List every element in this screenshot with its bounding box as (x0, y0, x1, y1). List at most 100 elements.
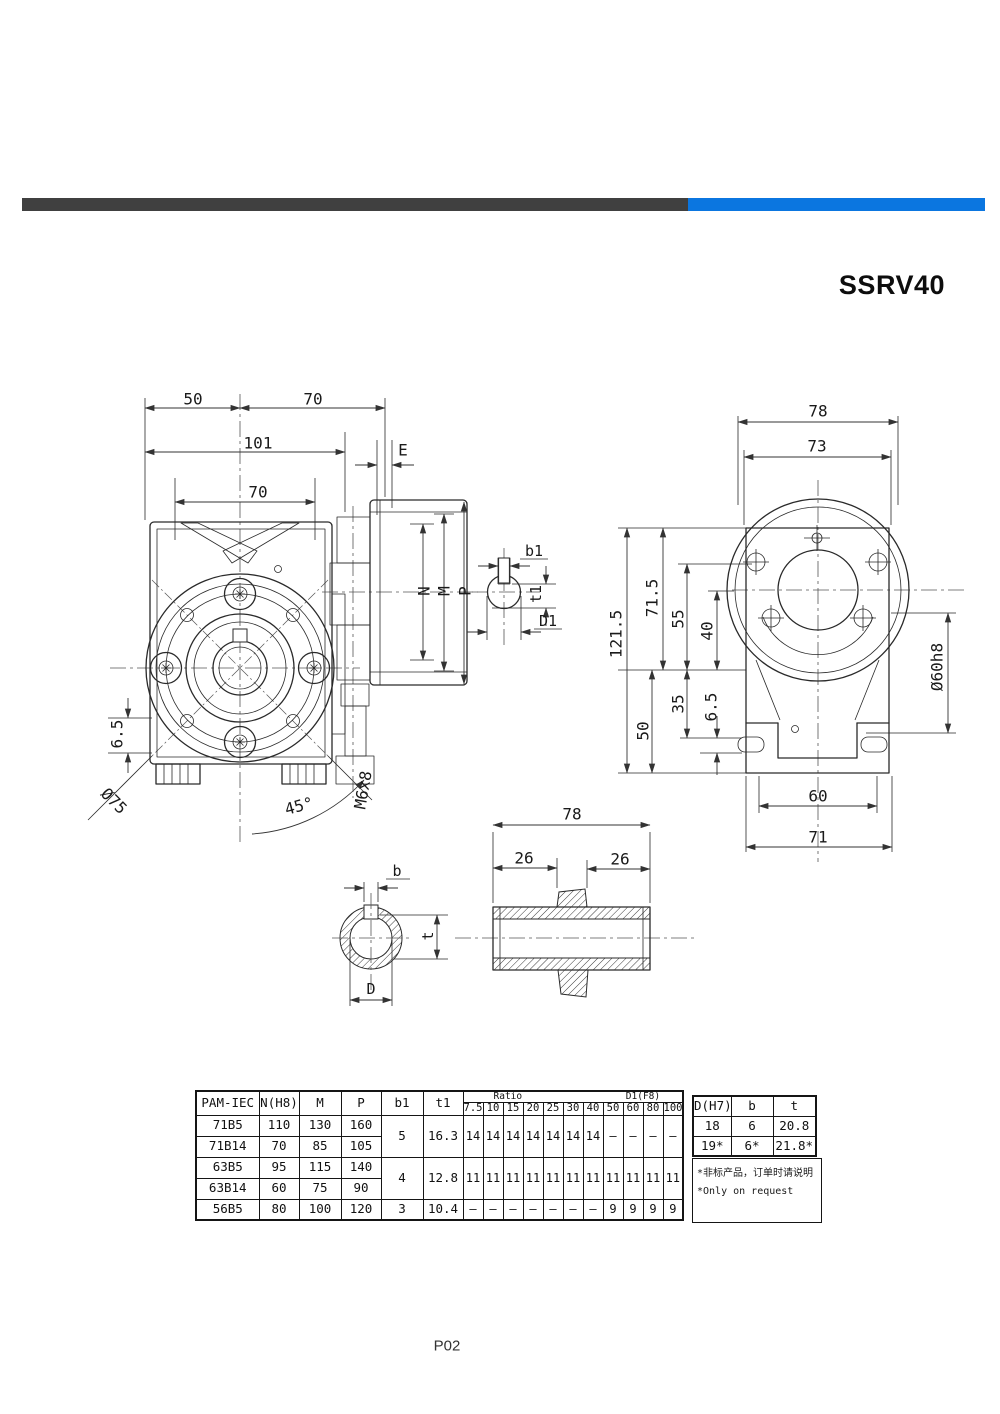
cell: 14 (462, 1114, 484, 1158)
cell: 130 (298, 1114, 342, 1137)
cell: 14 (582, 1114, 604, 1158)
cell: 56B5 (195, 1198, 260, 1221)
note-line-en: *Only on request (697, 1186, 794, 1197)
cell: — (602, 1114, 624, 1158)
dim-bore-b: b (392, 862, 402, 880)
ratio-col: 50 (602, 1101, 624, 1116)
cell: 9 (642, 1198, 664, 1221)
cell: 115 (298, 1156, 342, 1179)
col-header-b: b (730, 1095, 774, 1117)
cell: 63B14 (195, 1177, 260, 1200)
cell: 18 (692, 1115, 732, 1137)
dim-detail-b1: b1 (524, 542, 544, 560)
cell: 11 (602, 1156, 624, 1200)
cell: 11 (662, 1156, 684, 1200)
dim-side-N: N (414, 586, 434, 596)
cell: 11 (642, 1156, 664, 1200)
input-bore-detail (467, 548, 562, 645)
ratio-group-header: Ratio D1(F8) (462, 1090, 684, 1103)
dim-back-dia60h8: Ø60h8 (927, 642, 947, 692)
cell: 85 (298, 1135, 342, 1158)
dim-shaft-26-left: 26 (514, 848, 534, 868)
col-header-m: M (298, 1090, 342, 1116)
cell: — (642, 1114, 664, 1158)
cell: 14 (562, 1114, 584, 1158)
cell: — (662, 1114, 684, 1158)
col-header-n-h8: N(H8) (258, 1090, 300, 1116)
ratio-col: 25 (542, 1101, 564, 1116)
dim-side-P: P (455, 586, 475, 596)
cell: 14 (542, 1114, 564, 1158)
cell: 20.8 (772, 1115, 817, 1137)
header-bar-dark (22, 198, 688, 211)
dim-back-71: 71 (808, 827, 828, 847)
cell: 9 (662, 1198, 684, 1221)
cell: 71B14 (195, 1135, 260, 1158)
cell: 71B5 (195, 1114, 260, 1137)
cell: 11 (622, 1156, 644, 1200)
side-view (322, 440, 478, 798)
dim-front-70-flange: 70 (248, 482, 268, 502)
technical-drawing (87, 394, 968, 1006)
cell: 11 (582, 1156, 604, 1200)
cell: 11 (462, 1156, 484, 1200)
col-header-b1: b1 (380, 1090, 424, 1116)
front-view (87, 394, 386, 842)
cell: 105 (340, 1135, 382, 1158)
cell: 19* (692, 1135, 732, 1157)
dim-back-50: 50 (633, 721, 653, 741)
header-bar-blue (688, 198, 985, 211)
dim-side-E: E (398, 440, 408, 460)
cell: 11 (522, 1156, 544, 1200)
cell: 10.4 (422, 1198, 464, 1221)
cell: 95 (258, 1156, 300, 1179)
ratio-col: 10 (482, 1101, 504, 1116)
cell: 75 (298, 1177, 342, 1200)
cell: 120 (340, 1198, 382, 1221)
dim-side-M: M (434, 586, 454, 596)
cell: 70 (258, 1135, 300, 1158)
cell: — (462, 1198, 484, 1221)
col-header-p: P (340, 1090, 382, 1116)
cell: 80 (258, 1198, 300, 1221)
spec-table-side: D(H7) b t 18 6 20.8 19* 6* 21.8* (692, 1095, 817, 1157)
ratio-col: 40 (582, 1101, 604, 1116)
hollow-shaft (455, 821, 695, 998)
col-header-t: t (772, 1095, 817, 1117)
cell: 63B5 (195, 1156, 260, 1179)
cell: 16.3 (422, 1114, 464, 1158)
cell: 6* (730, 1135, 774, 1157)
dim-front-70-top: 70 (303, 389, 323, 409)
dim-back-71-5: 71.5 (642, 578, 662, 618)
cell: 140 (340, 1156, 382, 1179)
ratio-col: 20 (522, 1101, 544, 1116)
cell: — (582, 1198, 604, 1221)
cell: 9 (602, 1198, 624, 1221)
cell: 21.8* (772, 1135, 817, 1157)
cell: 14 (522, 1114, 544, 1158)
cell: 12.8 (422, 1156, 464, 1200)
dim-shaft-78: 78 (562, 804, 582, 824)
page-number: P02 (433, 1337, 461, 1355)
dim-front-101: 101 (243, 433, 273, 453)
cell: — (522, 1198, 544, 1221)
cell: 9 (622, 1198, 644, 1221)
ratio-col: 100 (662, 1101, 684, 1116)
cell: — (562, 1198, 584, 1221)
dim-back-60: 60 (808, 786, 828, 806)
cell: 11 (542, 1156, 564, 1200)
dim-front-50: 50 (183, 389, 203, 409)
cell: 3 (380, 1198, 424, 1221)
cell: 160 (340, 1114, 382, 1137)
cell: — (502, 1198, 524, 1221)
ratio-col: 30 (562, 1101, 584, 1116)
dim-back-121-5: 121.5 (606, 609, 626, 659)
cell: 11 (562, 1156, 584, 1200)
back-view (618, 416, 968, 862)
col-header-t1: t1 (422, 1090, 464, 1116)
ratio-label: Ratio (493, 1091, 523, 1102)
dim-bore-t: t (419, 931, 437, 941)
dim-back-55: 55 (668, 609, 688, 629)
cell: 4 (380, 1156, 424, 1200)
